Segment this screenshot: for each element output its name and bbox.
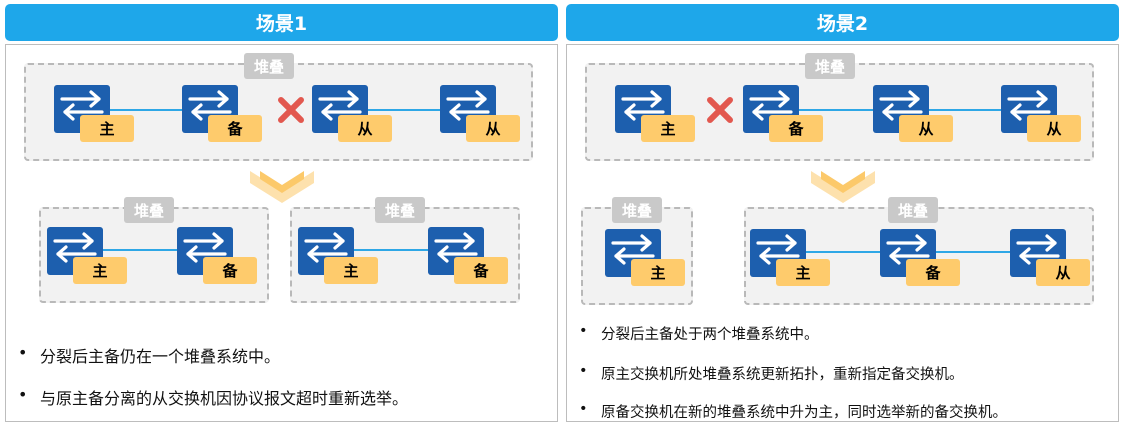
- role-tag: 备: [208, 115, 262, 142]
- stack-label: 堆叠: [123, 197, 175, 223]
- role-tag: 从: [1027, 115, 1081, 142]
- stack-label: 堆叠: [611, 197, 663, 223]
- scene-1-title: 场景1: [5, 4, 558, 41]
- switch-slave: 从: [1010, 229, 1090, 289]
- role-tag: 从: [466, 115, 520, 142]
- role-tag: 备: [769, 115, 823, 142]
- role-tag: 主: [631, 259, 685, 286]
- switch-slave: 从: [312, 85, 392, 145]
- role-tag: 主: [73, 257, 127, 284]
- stack-label: 堆叠: [804, 53, 856, 79]
- role-tag: 主: [776, 259, 830, 286]
- switch-standby: 备: [177, 227, 257, 287]
- switch-standby: 备: [743, 85, 823, 145]
- role-tag: 备: [906, 259, 960, 286]
- switch-master: 主: [605, 229, 685, 289]
- stack-link: [806, 251, 882, 253]
- red-cross-icon: [276, 95, 306, 125]
- bullet-dot: •: [579, 401, 588, 417]
- role-tag: 主: [80, 115, 134, 142]
- switch-standby: 备: [880, 229, 960, 289]
- scene-1-panel: 场景1 堆叠 主 备 从 从: [5, 4, 558, 422]
- stack-label: 堆叠: [374, 197, 426, 223]
- switch-master: 主: [750, 229, 830, 289]
- bullet-dot: •: [579, 363, 588, 379]
- bullet-dot: •: [579, 323, 588, 339]
- switch-master: 主: [54, 85, 134, 145]
- switch-slave: 从: [1001, 85, 1081, 145]
- top-stack: 堆叠 主 备 从 从: [585, 53, 1094, 161]
- role-tag: 从: [899, 115, 953, 142]
- switch-slave: 从: [873, 85, 953, 145]
- bullet-dot: •: [18, 343, 28, 362]
- stack-link: [110, 109, 186, 111]
- scene-1-body: 堆叠 主 备 从 从 堆叠: [5, 44, 558, 422]
- down-chevron-arrow-icon: [811, 169, 875, 205]
- role-tag: 主: [324, 257, 378, 284]
- role-tag: 备: [454, 257, 508, 284]
- split-stack-left: 堆叠 主: [581, 197, 693, 305]
- scene-2-panel: 场景2 堆叠 主 备 从 从: [566, 4, 1119, 422]
- split-stack-right: 堆叠 主 备 从: [744, 197, 1094, 305]
- split-stack-left: 堆叠 主 备: [39, 197, 269, 303]
- split-stack-right: 堆叠 主 备: [290, 197, 520, 303]
- switch-standby: 备: [428, 227, 508, 287]
- down-chevron-arrow-icon: [250, 169, 314, 205]
- role-tag: 从: [1036, 259, 1090, 286]
- stack-link: [354, 249, 430, 251]
- switch-master: 主: [615, 85, 695, 145]
- stack-link: [799, 109, 875, 111]
- stack-label: 堆叠: [887, 197, 939, 223]
- role-tag: 从: [338, 115, 392, 142]
- red-cross-icon: [705, 95, 735, 125]
- role-tag: 备: [203, 257, 257, 284]
- stack-link: [103, 249, 179, 251]
- scene-2-body: 堆叠 主 备 从 从 堆叠: [566, 44, 1119, 422]
- top-stack: 堆叠 主 备 从 从: [24, 53, 533, 161]
- bullet-dot: •: [18, 385, 28, 404]
- switch-slave: 从: [440, 85, 520, 145]
- stack-link: [929, 109, 1015, 111]
- switch-master: 主: [47, 227, 127, 287]
- stack-label: 堆叠: [243, 53, 295, 79]
- switch-master: 主: [298, 227, 378, 287]
- role-tag: 主: [641, 115, 695, 142]
- scene-2-title: 场景2: [566, 4, 1119, 41]
- switch-standby: 备: [182, 85, 262, 145]
- stack-link: [368, 109, 454, 111]
- stack-link: [936, 251, 1012, 253]
